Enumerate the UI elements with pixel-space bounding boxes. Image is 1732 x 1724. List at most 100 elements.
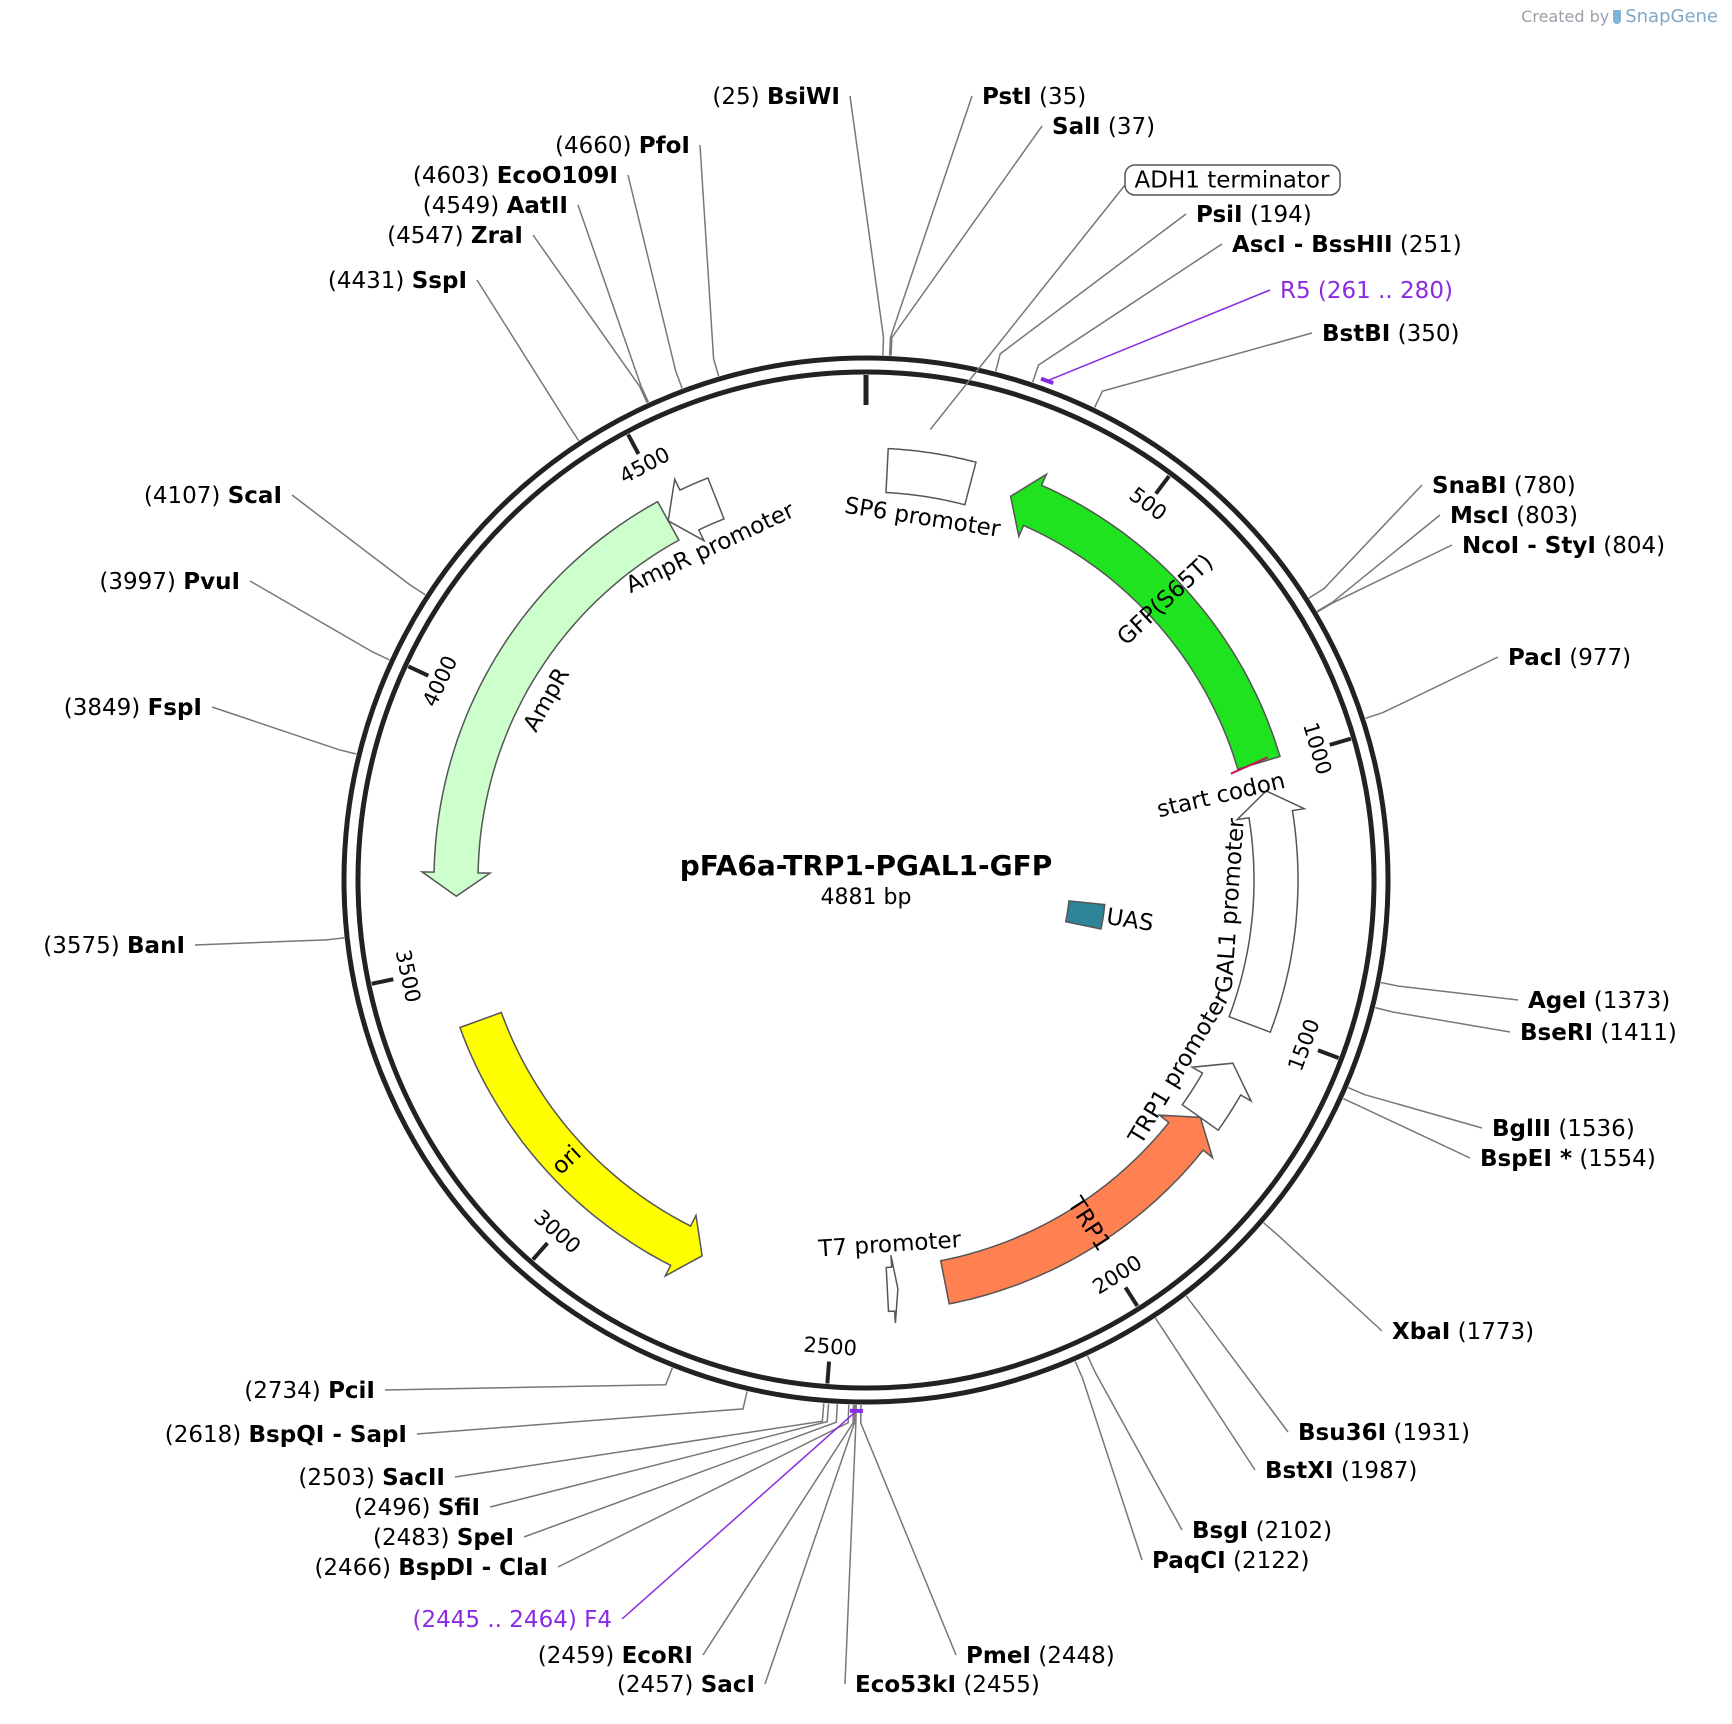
leader-bstxi xyxy=(1154,1317,1256,1471)
leader-psii xyxy=(995,213,1187,372)
tick-mark-1500 xyxy=(1317,1048,1340,1060)
leader-agei xyxy=(1380,981,1519,1001)
site-sspi[interactable]: (4431) SspI xyxy=(328,268,467,294)
tick-mark-3500 xyxy=(371,977,394,986)
feature-sp6-promoter[interactable]: SP6 promoter xyxy=(843,447,1003,543)
site-psii[interactable]: PsiI (194) xyxy=(1196,202,1312,228)
leader-bglii xyxy=(1347,1086,1483,1129)
leader-ecori xyxy=(702,1404,855,1656)
tick-label-4000: 4000 xyxy=(418,652,462,711)
feature-ampr[interactable]: AmpR xyxy=(419,500,680,898)
adh1-terminator-callout: ADH1 terminator xyxy=(929,164,1341,431)
site-saci[interactable]: (2457) SacI xyxy=(617,1672,755,1698)
site-pfoi[interactable]: (4660) PfoI xyxy=(555,133,690,159)
site-paci[interactable]: PacI (977) xyxy=(1508,645,1631,671)
plasmid-backbone xyxy=(341,355,1391,1405)
snapgene-logo-icon xyxy=(1613,9,1622,24)
tick-mark-1000 xyxy=(1329,736,1352,747)
site-ecori[interactable]: (2459) EcoRI xyxy=(538,1643,693,1669)
feature-arrow-t7-promoter xyxy=(885,1255,899,1324)
leader-pvui xyxy=(249,580,390,661)
site-xbai[interactable]: XbaI (1773) xyxy=(1392,1319,1534,1345)
feature-trp1[interactable]: TRP1 xyxy=(939,1114,1214,1305)
site-bstxi[interactable]: BstXI (1987) xyxy=(1265,1458,1417,1484)
feature-arrow-sp6-promoter xyxy=(885,447,977,506)
site-snabi[interactable]: SnaBI (780) xyxy=(1432,473,1576,499)
site-spei[interactable]: (2483) SpeI xyxy=(373,1525,514,1551)
site-bsu36i[interactable]: Bsu36I (1931) xyxy=(1298,1420,1470,1446)
leader-bspqi-sapi xyxy=(416,1391,748,1435)
start-codon-mark xyxy=(1230,756,1269,775)
leader-paqci xyxy=(1074,1361,1143,1561)
site-paqci[interactable]: PaqCI (2122) xyxy=(1152,1548,1309,1574)
feature-arrow-ampr xyxy=(419,500,680,898)
leader-sspi xyxy=(476,279,580,442)
site-bsiwi[interactable]: (25) BsiWI xyxy=(712,84,840,110)
site-bspei[interactable]: BspEI * (1554) xyxy=(1480,1146,1656,1172)
leader-bsu36i xyxy=(1185,1295,1289,1433)
site-scai[interactable]: (4107) ScaI xyxy=(144,483,282,509)
leader-bseri xyxy=(1375,1006,1511,1033)
primer-r5[interactable]: R5 (261 .. 280) xyxy=(1280,278,1453,304)
snapgene-credit: Created by SnapGene xyxy=(1521,6,1718,27)
site-psti[interactable]: PstI (35) xyxy=(982,84,1086,110)
tick-mark-2500 xyxy=(825,1361,832,1384)
tick-label-3000: 3000 xyxy=(529,1205,585,1258)
leader-bspei xyxy=(1342,1097,1471,1159)
adh1-terminator-label: ADH1 terminator xyxy=(1135,168,1330,194)
site-bseri[interactable]: BseRI (1411) xyxy=(1520,1020,1677,1046)
site-pvui[interactable]: (3997) PvuI xyxy=(99,569,240,595)
leader-sali xyxy=(890,125,1043,356)
leader-bsiwi xyxy=(849,95,885,356)
leader-ecoo109i xyxy=(627,174,683,389)
feature-label-sp6-promoter: SP6 promoter xyxy=(843,493,1003,543)
tick-label-1500: 1500 xyxy=(1283,1016,1324,1074)
site-bsgi[interactable]: BsgI (2102) xyxy=(1192,1518,1332,1544)
leader-bspdi-clai xyxy=(557,1404,850,1568)
site-ecoo109i[interactable]: (4603) EcoO109I xyxy=(413,163,618,189)
leader-bstbi xyxy=(1093,332,1313,408)
site-bglii[interactable]: BglII (1536) xyxy=(1492,1116,1635,1142)
feature-gal1-promoter[interactable]: GAL1 promoter xyxy=(1211,789,1307,1034)
site-bspdi-clai[interactable]: (2466) BspDI - ClaI xyxy=(314,1555,548,1581)
site-agei[interactable]: AgeI (1373) xyxy=(1528,988,1670,1014)
site-sali[interactable]: SalI (37) xyxy=(1052,114,1155,140)
tick-mark-4000 xyxy=(407,664,430,678)
tick-mark-3000 xyxy=(531,1241,549,1261)
site-asci-bsshii[interactable]: AscI - BssHII (251) xyxy=(1232,232,1462,258)
plasmid-length: 4881 bp xyxy=(821,885,912,910)
tick-label-1000: 1000 xyxy=(1298,720,1336,778)
site-pmei[interactable]: PmeI (2448) xyxy=(966,1643,1115,1669)
tick-mark-500 xyxy=(1154,474,1171,495)
leader-pcii xyxy=(384,1367,674,1391)
leader-xbai xyxy=(1263,1222,1383,1332)
site-fspi[interactable]: (3849) FspI xyxy=(64,695,202,721)
site-zrai[interactable]: (4547) ZraI xyxy=(387,223,523,249)
site-sfii[interactable]: (2496) SfiI xyxy=(354,1495,480,1521)
site-bspqi-sapi[interactable]: (2618) BspQI - SapI xyxy=(165,1422,407,1448)
feature-arrow-gal1-promoter xyxy=(1228,789,1307,1034)
leader-bani xyxy=(194,937,345,946)
leader-ncoi-styi xyxy=(1317,544,1453,613)
site-ncoi-styi[interactable]: NcoI - StyI (804) xyxy=(1462,533,1665,559)
tick-mark-2000 xyxy=(1123,1286,1139,1308)
feature-label-uas: UAS xyxy=(1105,904,1156,937)
feature-arrow-trp1 xyxy=(939,1114,1214,1305)
site-bani[interactable]: (3575) BanI xyxy=(43,933,185,959)
site-labels: (25) BsiWI PstI (35) SalI (37) PsiI (194) As… xyxy=(43,84,1677,1698)
feature-uas[interactable]: UAS xyxy=(1064,900,1156,937)
tick-label-500: 500 xyxy=(1125,482,1171,525)
site-aatii[interactable]: (4549) AatII xyxy=(423,193,568,219)
plasmid-center-title: pFA6a-TRP1-PGAL1-GFP 4881 bp xyxy=(680,849,1053,910)
site-msci[interactable]: MscI (803) xyxy=(1450,503,1578,529)
site-sacii[interactable]: (2503) SacII xyxy=(298,1465,445,1491)
leader-fspi xyxy=(211,706,357,755)
site-pcii[interactable]: (2734) PciI xyxy=(244,1378,375,1404)
backbone-inner-strand xyxy=(355,369,1377,1391)
site-eco53ki[interactable]: Eco53kI (2455) xyxy=(855,1672,1040,1698)
primer-f4[interactable]: (2445 .. 2464) F4 xyxy=(413,1607,612,1633)
feature-t7-promoter[interactable]: T7 promoter xyxy=(817,1227,963,1324)
site-bstbi[interactable]: BstBI (350) xyxy=(1322,321,1459,347)
primer-leader-r5 xyxy=(1046,289,1271,382)
feature-ori[interactable]: ori xyxy=(459,1011,703,1278)
